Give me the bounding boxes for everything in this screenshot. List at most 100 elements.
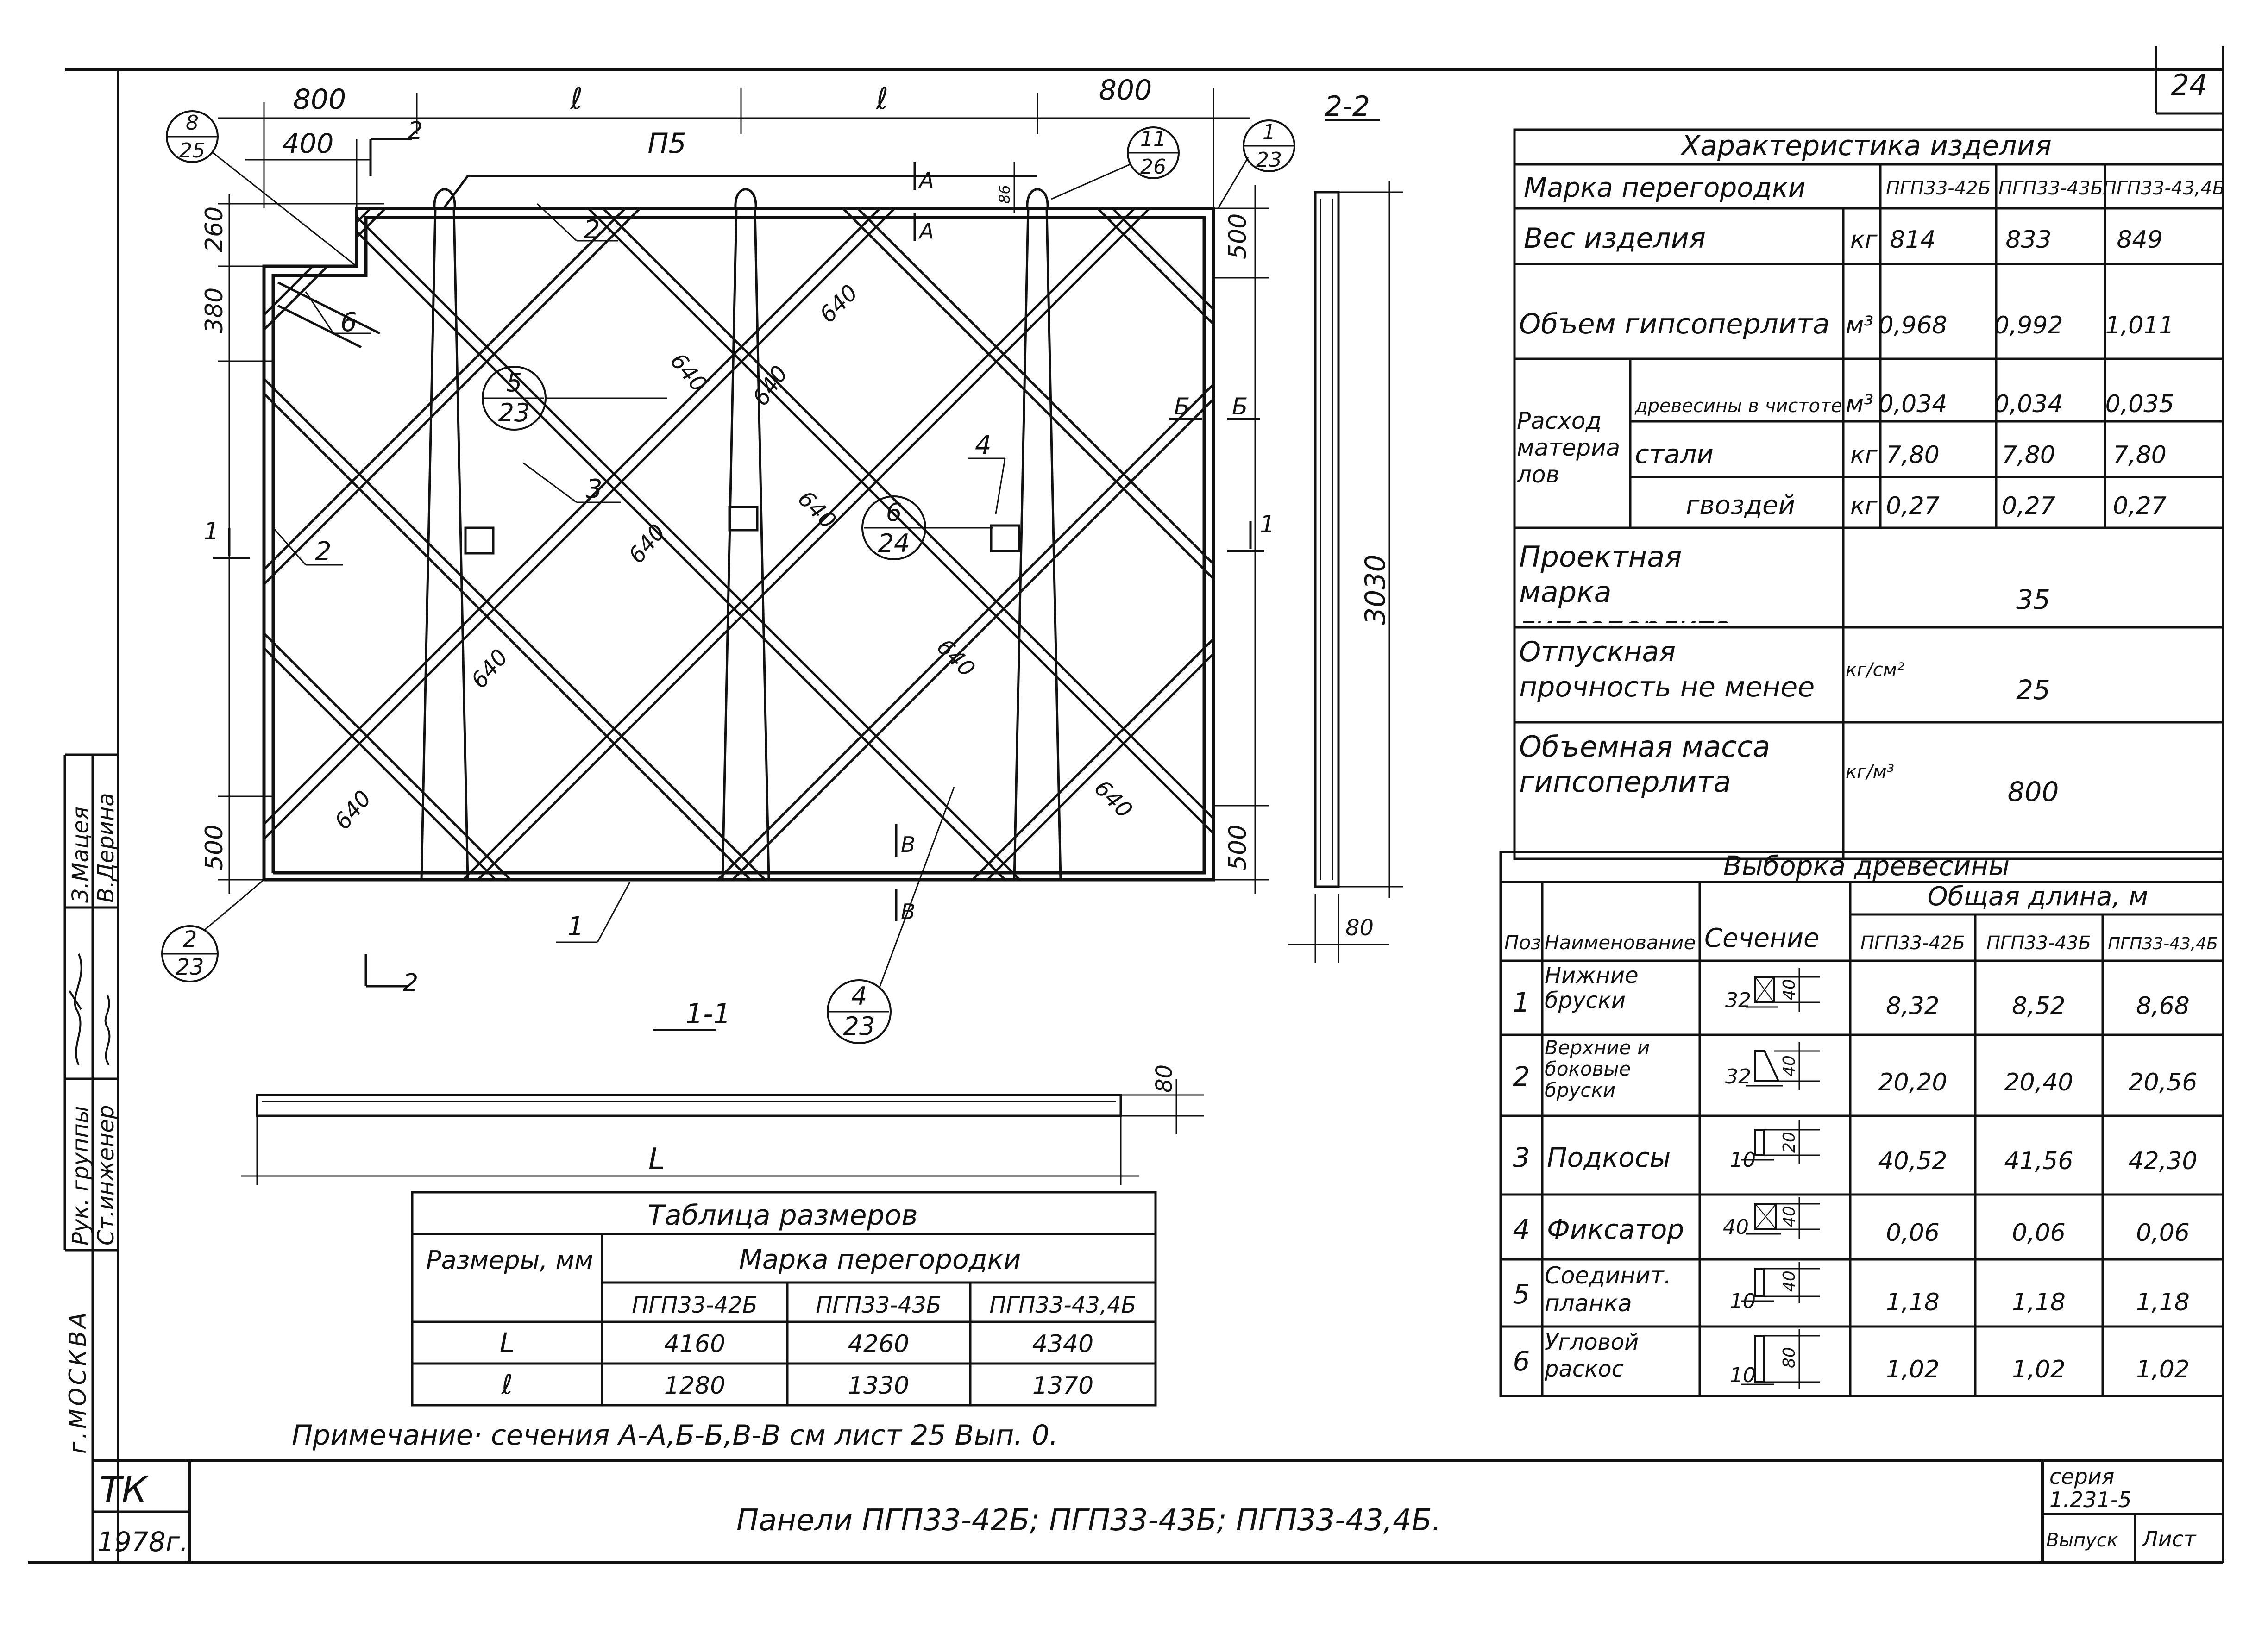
sizes-row-L-label: L (500, 1327, 515, 1358)
sizes-row-L-v3: 4340 (1032, 1330, 1093, 1358)
timber-row-6-name-box: Угловой раскос (1545, 1329, 1639, 1382)
sec-mark-1-left: 1 (204, 518, 219, 545)
timber-row-3-v1: 40,52 (1878, 1147, 1948, 1175)
consumption-steel-unit: кг (1850, 441, 1878, 469)
sizes-mark-3: ПГП33-43,4Б (989, 1292, 1136, 1318)
consumption-timber-label: древесины в чистоте (1634, 395, 1842, 417)
consumption-nails-unit: кг (1850, 492, 1878, 520)
release-strength-value: 25 (2016, 674, 2050, 706)
sheet-title: Панели ПГП33-42Б; ПГП33-43Б; ПГП33-43,4Б… (736, 1503, 1441, 1538)
timber-row-2-name-box: Верхние и боковые бруски (1545, 1037, 1650, 1101)
timber-row-5-name: Соединит. планка (1545, 1262, 1671, 1317)
dim-3030: 3030 (1359, 554, 1392, 625)
sizes-row-l-v3: 1370 (1032, 1372, 1093, 1400)
callout-5-23-bottom: 23 (498, 398, 530, 427)
sec-b-left: Б (1174, 393, 1190, 420)
density-label: Объемная масса гипсоперлита (1519, 730, 1771, 799)
sizes-mark-2: ПГП33-43Б (816, 1292, 941, 1318)
callout-6-24-top: 6 (886, 498, 902, 527)
consumption-timber-v2: 0,034 (1994, 390, 2063, 418)
release-strength-unit: кг/см² (1846, 659, 1904, 681)
timber-row-4-w: 40 (1723, 1215, 1749, 1239)
lifting-loops (433, 175, 1049, 209)
dim-top-800-right: 800 (1099, 74, 1152, 106)
dim-right-500-bottom: 500 (1224, 825, 1252, 870)
callout-2-23: 2 23 (161, 879, 264, 982)
callout-1-23-bottom: 23 (1256, 148, 1282, 172)
sizes-row-L-v1: 4160 (664, 1330, 725, 1358)
stamp-name-1: З.Мацея (68, 807, 94, 903)
pos-label-6: 6 (340, 307, 357, 338)
timber-row-1-h: 40 (1780, 979, 1799, 1000)
volume-v2: 0,992 (1994, 312, 2063, 339)
dim-640-e: 640 (793, 486, 841, 534)
timber-row-6-section-sketch (1741, 1329, 1820, 1389)
product-table-title: Характеристика изделия (1680, 130, 2052, 162)
callout-11-26-bottom: 26 (1140, 155, 1166, 179)
design-grade-value: 35 (2016, 584, 2050, 615)
timber-row-1-name-box: Нижние бруски (1545, 963, 1639, 1013)
timber-row-2-pos: 2 (1513, 1061, 1530, 1092)
dim-left-380: 380 (201, 288, 228, 333)
consumption-label-box: Расход материалов (1517, 407, 1621, 486)
timber-row-2-v3: 20,56 (2129, 1069, 2198, 1096)
sizes-mark-1: ПГП33-42Б (632, 1292, 757, 1318)
callout-11-26: 11 26 (1051, 126, 1180, 200)
consumption-timber-unit: м³ (1846, 390, 1873, 418)
volume-v1: 0,968 (1878, 312, 1948, 339)
timber-row-3-name: Подкосы (1547, 1142, 1671, 1173)
year: 1978г. (97, 1526, 188, 1558)
pos-label-4: 4 (975, 430, 992, 460)
pos-label-2-top: 2 (584, 215, 600, 245)
section-2-2-title: 2-2 (1325, 90, 1370, 123)
callout-1-23: 1 23 (1217, 119, 1295, 209)
sec-v-top: В (901, 832, 916, 857)
timber-row-1-v2: 8,52 (2012, 992, 2066, 1020)
consumption-nails-v1: 0,27 (1886, 492, 1940, 520)
series-label: серия (2049, 1464, 2114, 1489)
section-2-2-view (1288, 181, 1403, 963)
timber-row-1-w: 32 (1725, 989, 1751, 1012)
timber-row-4-v2: 0,06 (2012, 1219, 2066, 1247)
product-mark-1: ПГП33-42Б (1886, 178, 1991, 199)
consumption-steel-v2: 7,80 (2002, 441, 2055, 469)
consumption-steel-v3: 7,80 (2113, 441, 2167, 469)
diagonal-braces (264, 208, 1213, 880)
city-label: г.МОСКВА (64, 1309, 91, 1454)
dim-left-260: 260 (201, 207, 228, 252)
timber-row-5-name-box: Соединит. планка (1545, 1262, 1671, 1317)
weight-unit: кг (1850, 226, 1878, 254)
consumption-timber-v1: 0,034 (1878, 390, 1948, 418)
timber-row-5-v2: 1,18 (2012, 1289, 2066, 1316)
sizes-table-col1-header: Размеры, мм (426, 1245, 593, 1275)
timber-row-4-pos: 4 (1513, 1214, 1530, 1245)
issue-label: Выпуск (2046, 1530, 2118, 1551)
section-1-1-title: 1-1 (685, 998, 731, 1030)
dim-640-a: 640 (815, 280, 863, 328)
design-grade-label-box: Проектная марка гипсоперлита (1519, 540, 1731, 623)
timber-row-1-section-sketch (1746, 968, 1820, 1012)
weight-v3: 849 (2117, 226, 2162, 254)
timber-table-grid (1499, 851, 2224, 1397)
timber-row-3-v3: 42,30 (2129, 1147, 2198, 1175)
timber-row-5-v3: 1,18 (2136, 1289, 2190, 1316)
org-code: ТК (100, 1470, 149, 1511)
product-mark-label: Марка перегородки (1524, 172, 1806, 203)
timber-row-5-w: 10 (1730, 1289, 1756, 1313)
panel-elevation (262, 175, 1215, 882)
consumption-steel-v1: 7,80 (1886, 441, 1940, 469)
sizes-table-group-header: Марка перегородки (739, 1244, 1021, 1275)
timber-row-5-pos: 5 (1513, 1278, 1530, 1310)
consumption-label: Расход материалов (1517, 407, 1621, 486)
timber-row-4-section-sketch (1746, 1197, 1820, 1239)
density-unit: кг/м³ (1846, 761, 1894, 782)
note-text: Примечание· сечения А-А,Б-Б,В-В см лист … (292, 1419, 1058, 1452)
release-strength-label: Отпускная прочность не менее (1519, 636, 1815, 703)
series-value: 1.231-5 (2049, 1487, 2132, 1512)
volume-v3: 1,011 (2105, 312, 2174, 339)
section-1-1-view (241, 1079, 1204, 1185)
dim-top-l-2: ℓ (876, 82, 888, 116)
dim-L: L (648, 1142, 665, 1176)
dim-top-800-left: 800 (293, 83, 346, 116)
timber-row-6-w: 10 (1730, 1364, 1756, 1387)
